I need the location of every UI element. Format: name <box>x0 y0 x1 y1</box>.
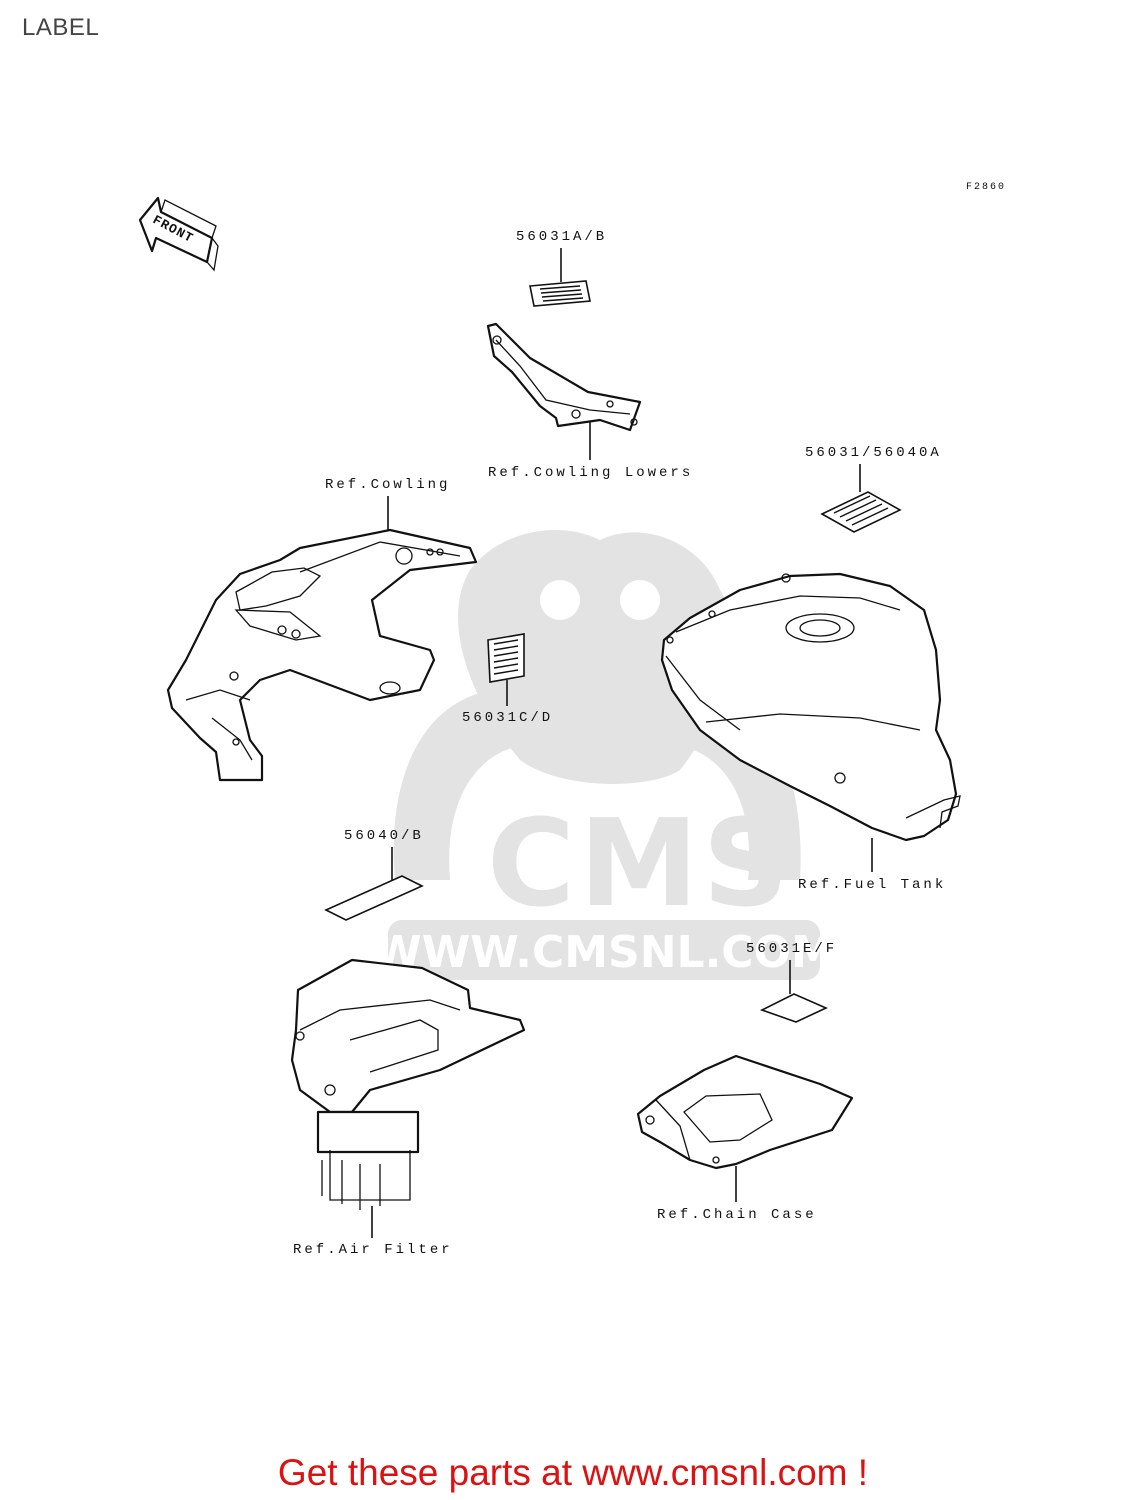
decal-56031cd <box>487 633 525 683</box>
watermark-ring <box>393 689 801 880</box>
air-filter-part <box>290 958 526 1210</box>
chain-case-part <box>636 1054 854 1170</box>
watermark-brand: CMS <box>487 795 793 934</box>
label-56031cd: 56031C/D <box>462 710 553 726</box>
watermark-banner <box>388 920 820 980</box>
label-56031-56040a: 56031/56040A <box>805 445 942 461</box>
figure-code: F2860 <box>966 182 1006 193</box>
decal-56031ab <box>529 280 591 307</box>
fuel-tank-part <box>660 572 961 842</box>
parts-diagram: CMS WWW.CMSNL.COM F2860 FRONT 56031A/B R… <box>138 182 1006 1258</box>
decal-56031-56040a <box>820 491 902 533</box>
label-56031ab: 56031A/B <box>516 229 607 245</box>
label-56040b: 56040/B <box>344 828 424 844</box>
decal-56040b <box>324 875 424 921</box>
promo-link[interactable]: Get these parts at www.cmsnl.com ! <box>277 1452 869 1493</box>
ref-chain-case: Ref.Chain Case <box>657 1207 817 1223</box>
ref-air-filter: Ref.Air Filter <box>293 1242 453 1258</box>
ref-cowling: Ref.Cowling <box>325 477 450 493</box>
ref-cowling-lowers: Ref.Cowling Lowers <box>488 465 693 481</box>
front-arrow-icon: FRONT <box>138 196 219 272</box>
watermark-url: WWW.CMSNL.COM <box>373 927 835 978</box>
cowling-lower-part <box>486 322 642 432</box>
ref-fuel-tank: Ref.Fuel Tank <box>798 877 946 893</box>
cowling-part <box>166 528 478 782</box>
label-56031ef: 56031E/F <box>746 941 837 957</box>
watermark: CMS WWW.CMSNL.COM <box>373 530 835 980</box>
page-title: LABEL <box>22 14 100 41</box>
decal-56031ef <box>759 993 828 1023</box>
